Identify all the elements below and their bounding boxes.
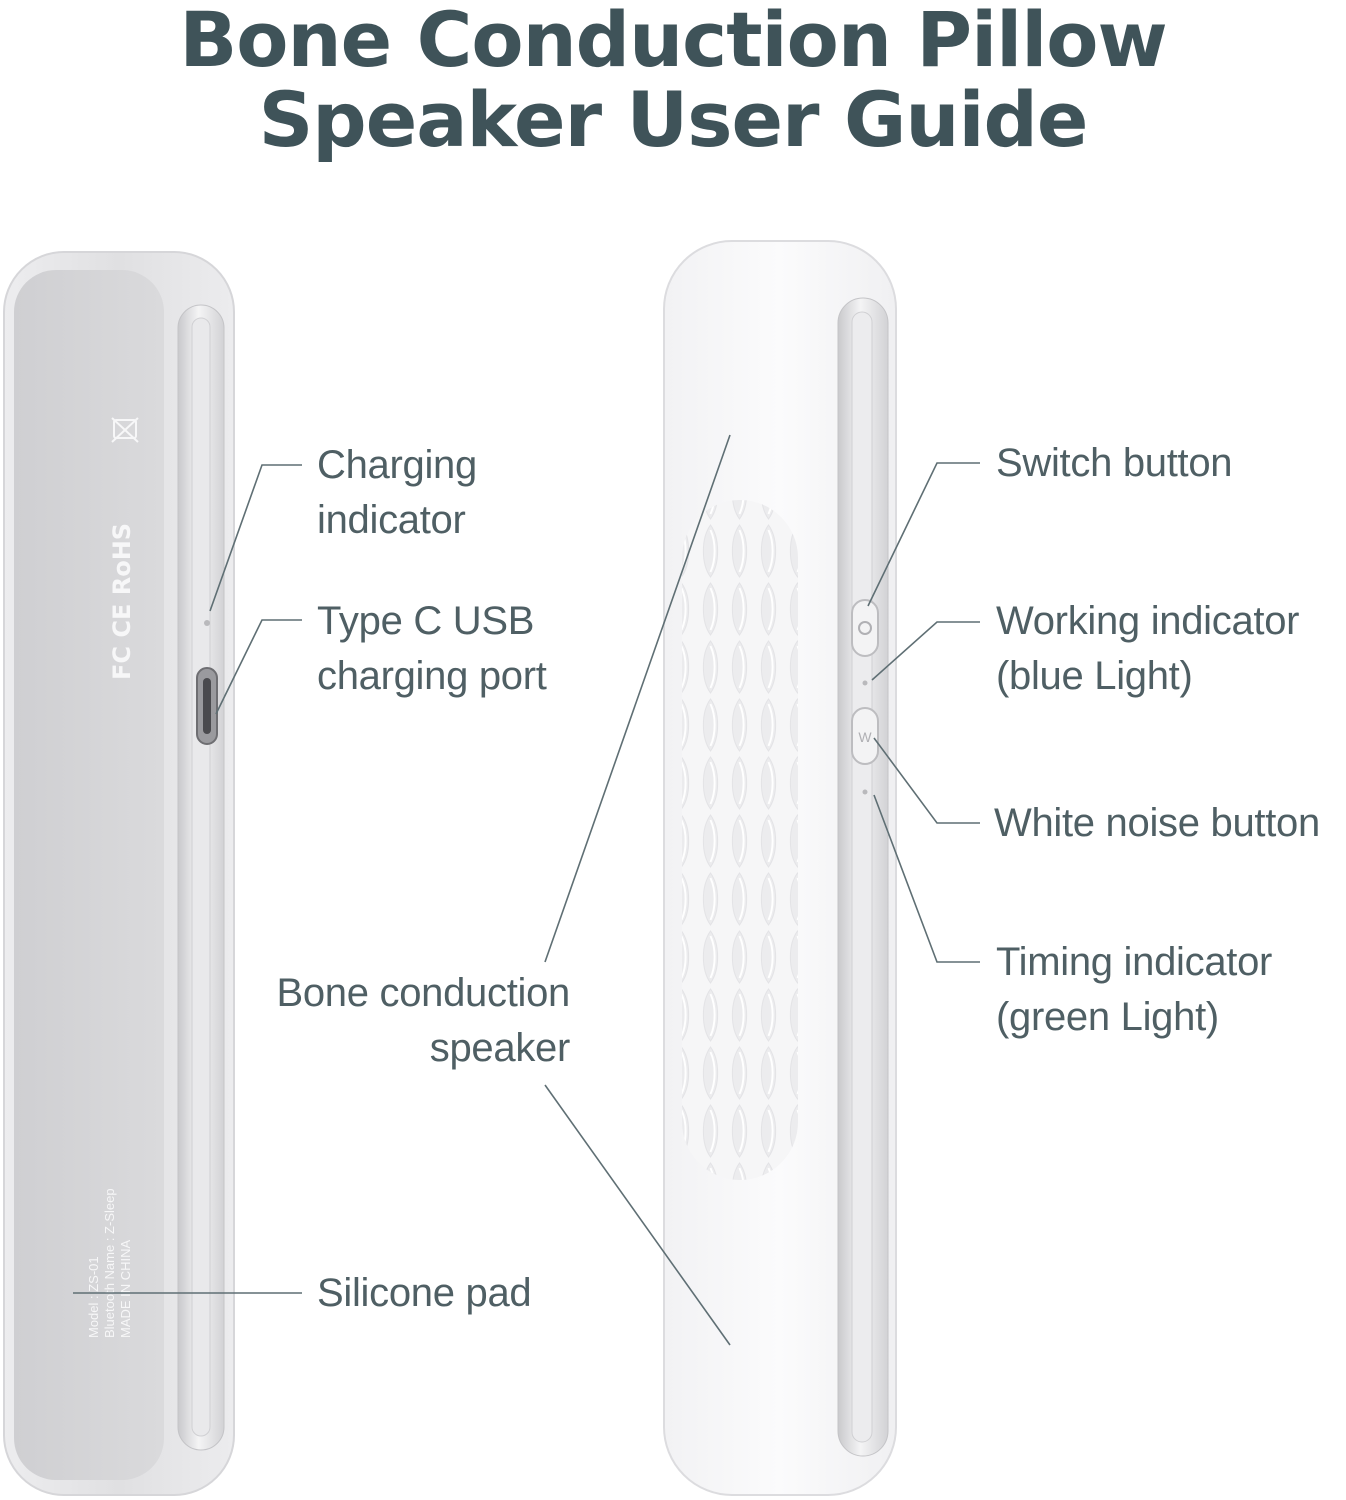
timing-indicator-dot bbox=[862, 789, 868, 795]
marking-origin: MADE IN CHINA bbox=[118, 1239, 133, 1338]
label-bone-speaker: Bone conduction speaker bbox=[276, 971, 570, 1070]
title-line-2: Speaker User Guide bbox=[258, 75, 1089, 164]
leader-usb-port bbox=[215, 619, 302, 715]
compliance-marks: FC CE RoHS bbox=[108, 523, 136, 680]
label-charging-indicator: Charging indicator bbox=[317, 443, 477, 542]
white-noise-icon: W bbox=[858, 729, 872, 745]
label-timing-indicator: Timing indicator (green Light) bbox=[996, 940, 1273, 1039]
working-indicator-dot bbox=[862, 680, 868, 686]
switch-button[interactable] bbox=[851, 599, 879, 657]
leader-lines bbox=[73, 434, 980, 1346]
leader-switch-button bbox=[867, 462, 980, 607]
recycle-bin-mark bbox=[111, 417, 139, 443]
usb-c-port-inner bbox=[203, 678, 211, 734]
device-front-view: W bbox=[663, 240, 897, 1496]
power-icon bbox=[858, 621, 872, 635]
leader-working-indicator bbox=[871, 621, 980, 681]
leader-charging-indicator bbox=[209, 464, 302, 612]
device-front-side-groove bbox=[851, 311, 873, 1443]
label-white-noise-button: White noise button bbox=[994, 801, 1320, 845]
label-switch-button: Switch button bbox=[996, 441, 1233, 485]
marking-bluetooth: Bluetooth Name : Z-Sleep bbox=[102, 1188, 117, 1338]
device-back-panel bbox=[14, 270, 164, 1480]
silicone-bump-pattern bbox=[682, 500, 798, 1180]
leader-bone-speaker-down bbox=[544, 1084, 731, 1346]
device-back-view: FC CE RoHS Model : ZS-01 Bluetooth Name … bbox=[3, 251, 235, 1496]
label-working-indicator: Working indicator (blue Light) bbox=[996, 599, 1300, 698]
device-back-side-groove bbox=[191, 317, 211, 1437]
charging-indicator-dot bbox=[204, 620, 210, 626]
leader-bone-speaker-up bbox=[544, 434, 731, 963]
white-noise-button[interactable] bbox=[851, 707, 879, 765]
page-title: Bone Conduction Pillow Speaker User Guid… bbox=[0, 0, 1346, 160]
leader-white-noise-button bbox=[873, 737, 980, 824]
leader-timing-indicator bbox=[873, 794, 980, 963]
marking-model: Model : ZS-01 bbox=[86, 1256, 101, 1338]
label-silicone-pad: Silicone pad bbox=[317, 1271, 532, 1315]
label-usb-port: Type C USB charging port bbox=[317, 599, 547, 698]
title-line-1: Bone Conduction Pillow bbox=[179, 0, 1167, 84]
